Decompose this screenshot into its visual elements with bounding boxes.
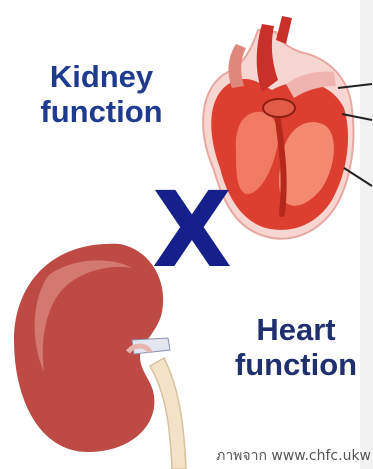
heart-function-label: Heart function <box>222 313 370 382</box>
heart-label-line2: function <box>222 348 370 383</box>
aorta-branch <box>276 16 292 44</box>
kidney-function-label: Kidney function <box>14 60 189 129</box>
ureter <box>150 358 186 469</box>
kidney-label-line1: Kidney <box>14 60 189 95</box>
heart-valve <box>263 99 295 117</box>
times-symbol: X <box>150 178 234 282</box>
source-watermark: ภาพจาก www.chfc.ukw <box>216 445 371 467</box>
page-edge <box>360 0 373 469</box>
heart-label-line1: Heart <box>222 313 370 348</box>
kidney-label-line2: function <box>14 95 189 130</box>
